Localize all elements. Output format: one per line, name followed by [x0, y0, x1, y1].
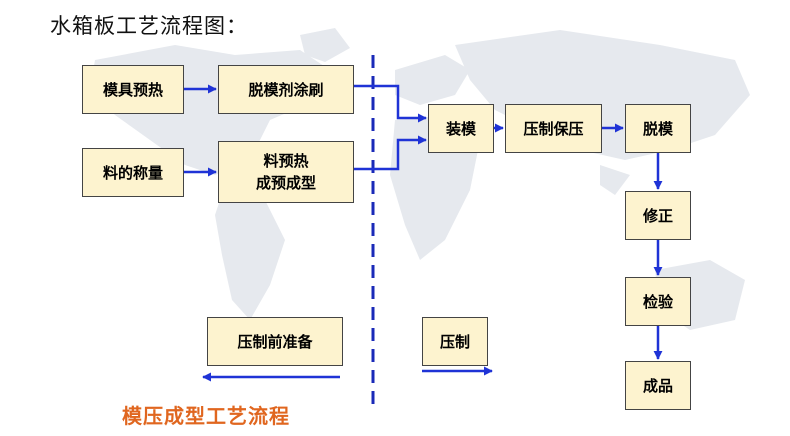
node-label-line2: 成预成型	[255, 174, 316, 192]
node-product: 成品	[625, 361, 691, 410]
legend-label: 压制	[439, 332, 470, 351]
arrow-release-to-load	[354, 84, 427, 123]
node-label: 料的称量	[102, 163, 163, 182]
diagram-caption: 模压成型工艺流程	[122, 404, 290, 428]
node-label: 压制保压	[523, 119, 584, 138]
arrow-preheat-to-load	[354, 135, 427, 171]
page-title: 水箱板工艺流程图：	[50, 14, 248, 38]
node-label: 脱模剂涂刷	[248, 80, 324, 99]
node-load-mold: 装模	[428, 104, 494, 153]
node-press-hold: 压制保压	[505, 104, 602, 153]
node-label-group: 料预热 成预成型	[256, 150, 316, 194]
legend-label: 压制前准备	[237, 332, 313, 351]
node-inspect: 检验	[625, 277, 691, 326]
node-label: 模具预热	[102, 80, 163, 99]
node-label: 检验	[642, 292, 673, 311]
legend-press: 压制	[422, 317, 488, 366]
node-label: 装模	[445, 119, 476, 138]
node-release-agent-brush: 脱模剂涂刷	[218, 65, 354, 114]
node-label: 脱模	[642, 119, 673, 138]
node-demold: 脱模	[625, 104, 691, 153]
node-label-line1: 料预热	[263, 152, 309, 170]
node-label: 修正	[642, 206, 673, 225]
legend-pre-press-prep: 压制前准备	[207, 317, 343, 366]
node-mold-preheat: 模具预热	[82, 65, 184, 114]
node-label: 成品	[642, 376, 673, 395]
node-material-preheat-preform: 料预热 成预成型	[218, 141, 354, 203]
node-trim: 修正	[625, 191, 691, 240]
node-weigh-material: 料的称量	[82, 148, 184, 197]
